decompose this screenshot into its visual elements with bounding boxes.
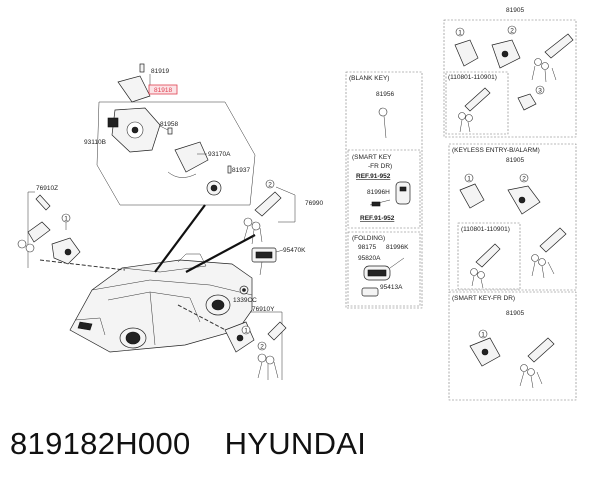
label-98175[interactable]: 98175	[358, 244, 376, 251]
folding-frame	[347, 231, 421, 307]
label-81996K[interactable]: 81996K	[386, 244, 409, 251]
car-illustration	[69, 253, 253, 353]
date-range-frame-2	[457, 222, 521, 290]
title-keyless-entry: (KEYLESS ENTRY-B/ALARM)	[452, 147, 540, 154]
smart-key-frame	[347, 149, 421, 229]
blank-key-part	[378, 107, 388, 139]
callout-2-center	[265, 179, 275, 189]
date-range-frame-1	[445, 71, 509, 135]
label-81956[interactable]: 81956	[376, 91, 394, 98]
callout-2-bottom-text: 2	[260, 344, 264, 351]
parts-diagram: 81919 81918 81958 93110B 93170A 81937 76…	[17, 7, 577, 401]
label-76990[interactable]: 76990	[305, 200, 323, 207]
callout-2-top-right	[507, 25, 517, 35]
keyless-parts	[459, 183, 567, 279]
label-76910Y[interactable]: 76910Y	[252, 306, 275, 313]
smart-fr-frame	[448, 291, 577, 401]
smart-fr-parts	[469, 337, 555, 389]
label-81996H[interactable]: 81996H	[367, 189, 390, 196]
callout-2-center-text: 2	[268, 182, 272, 189]
label-95820A[interactable]: 95820A	[358, 255, 381, 262]
part-76910Z-group	[17, 191, 81, 268]
callout-3-text: 3	[538, 88, 542, 95]
smart-key-part	[369, 181, 411, 207]
date-range-2: (110801-110901)	[461, 226, 510, 233]
callout-1-smart	[478, 329, 488, 339]
ref-91-952-b[interactable]: REF.91-952	[360, 215, 395, 222]
callout-1-smart-text: 1	[481, 332, 485, 339]
folding-key-part	[361, 257, 405, 297]
date-range-2-parts	[470, 243, 501, 289]
label-81937[interactable]: 81937	[232, 167, 250, 174]
highlight-box-81918[interactable]	[148, 84, 178, 95]
callout-1-top-right-text: 1	[458, 30, 462, 37]
callout-3	[535, 85, 545, 95]
caption-brand: HYUNDAI	[224, 426, 367, 461]
label-81905-smart[interactable]: 81905	[506, 310, 524, 317]
label-1339CC[interactable]: 1339CC	[233, 297, 257, 304]
callout-1-bottom	[241, 325, 251, 335]
title-folding: (FOLDING)	[352, 235, 385, 242]
caption-part-number: 819182H000	[10, 426, 191, 461]
title-smart-key-2: -FR DR)	[368, 163, 392, 170]
label-81905-top[interactable]: 81905	[506, 7, 524, 14]
part-1339CC-group	[239, 285, 249, 295]
key-column-frame	[345, 71, 423, 309]
label-93170A[interactable]: 93170A	[208, 151, 231, 158]
label-81958[interactable]: 81958	[160, 121, 178, 128]
callout-1-left	[61, 213, 71, 223]
label-76910Z[interactable]: 76910Z	[36, 185, 58, 192]
callout-1-left-text: 1	[64, 216, 68, 223]
label-93110B[interactable]: 93110B	[84, 139, 106, 146]
date-range-1: (110801-110901)	[448, 74, 497, 81]
label-81918[interactable]: 81918	[154, 87, 172, 94]
caption: 819182H000 HYUNDAI	[10, 426, 400, 462]
title-smart-key-1: (SMART KEY	[352, 154, 392, 161]
callout-2-keyless	[519, 173, 529, 183]
keyless-frame	[448, 143, 577, 291]
date-range-1-parts	[458, 87, 537, 133]
lock-assembly-frame	[96, 101, 256, 206]
part-95470K-group	[251, 247, 284, 276]
ref-91-952-a[interactable]: REF.91-952	[356, 173, 391, 180]
callout-2-top-right-text: 2	[510, 28, 514, 35]
callout-1-keyless	[464, 173, 474, 183]
callout-1-bottom-text: 1	[244, 328, 248, 335]
part-76990-group	[243, 186, 296, 245]
callout-2-keyless-text: 2	[522, 176, 526, 183]
label-81905-keyless[interactable]: 81905	[506, 157, 524, 164]
title-smart-key-fr: (SMART KEY-FR DR)	[452, 295, 515, 302]
top-right-frame	[443, 19, 577, 138]
title-blank-key: (BLANK KEY)	[349, 75, 389, 82]
callout-2-bottom	[257, 341, 267, 351]
top-right-parts	[454, 33, 574, 83]
callout-1-keyless-text: 1	[467, 176, 471, 183]
label-95413A[interactable]: 95413A	[380, 284, 403, 291]
callout-1-top-right	[455, 27, 465, 37]
label-95470K[interactable]: 95470K	[283, 247, 306, 254]
label-81919[interactable]: 81919	[151, 68, 169, 75]
car-leaders	[39, 204, 256, 336]
lock-assembly-parts	[107, 63, 232, 196]
